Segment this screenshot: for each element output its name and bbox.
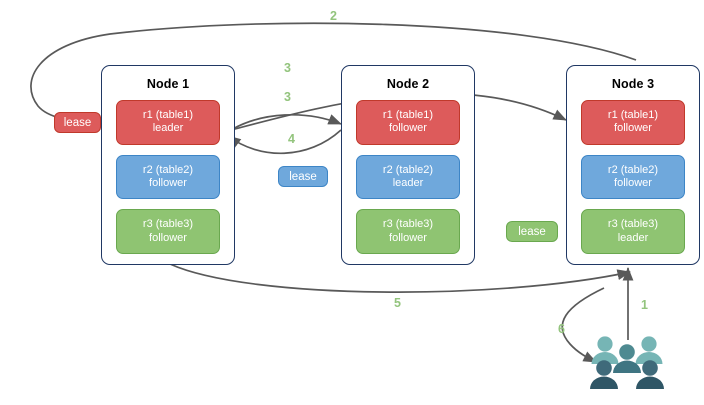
replica-role: follower — [149, 177, 187, 189]
lease-badge-green[interactable]: lease — [506, 221, 558, 242]
replica-name: r1 (table1) — [607, 108, 659, 121]
replica-name: r3 (table3) — [142, 218, 194, 231]
edge-label-1: 1 — [641, 298, 648, 312]
replica-box[interactable]: r3 (table3) leader — [581, 209, 685, 255]
replica-name: r3 (table3) — [382, 218, 434, 231]
replica-box[interactable]: r2 (table2) follower — [581, 154, 685, 200]
edge-4-path — [227, 129, 342, 155]
lease-label: lease — [518, 225, 546, 238]
replica-role: follower — [389, 231, 427, 244]
replica-role: leader — [152, 122, 184, 135]
replica-role: follower — [149, 231, 187, 244]
lease-label: lease — [63, 116, 92, 129]
replica-role: leader — [617, 231, 649, 244]
node-title: Node 3 — [611, 77, 655, 91]
edge-label-2: 2 — [330, 9, 337, 23]
replica-box[interactable]: r3 (table3) follower — [116, 209, 220, 255]
lease-badge-red[interactable]: lease — [54, 112, 101, 133]
edge-label-3-upper: 3 — [284, 61, 291, 75]
replica-box[interactable]: r1 (table1) follower — [356, 100, 460, 145]
node-card-1[interactable]: Node 1 r1 (table1) leader r2 (table2) fo… — [101, 65, 235, 265]
node-card-3[interactable]: Node 3 r1 (table1) follower r2 (table2) … — [566, 65, 700, 265]
replica-name: r1 (table1) — [142, 108, 194, 121]
edge-label-3-lower: 3 — [284, 90, 291, 104]
lease-label: lease — [289, 170, 317, 183]
replica-name: r3 (table3) — [607, 218, 659, 231]
replica-role: leader — [392, 177, 424, 189]
replica-box[interactable]: r1 (table1) leader — [116, 100, 220, 145]
replica-box[interactable]: r2 (table2) leader — [356, 154, 460, 200]
node-title: Node 2 — [386, 77, 430, 91]
edge-5-path — [169, 263, 631, 293]
replica-box[interactable]: r2 (table2) follower — [116, 154, 220, 200]
edge-label-6: 6 — [558, 322, 565, 336]
edge-6-path — [561, 287, 605, 363]
edge-3-lower-path — [230, 113, 342, 131]
node-title: Node 1 — [146, 77, 190, 91]
edge-label-4: 4 — [288, 132, 295, 146]
replica-box[interactable]: r1 (table1) follower — [581, 100, 685, 145]
edge-label-5: 5 — [394, 296, 401, 310]
replica-role: follower — [614, 122, 652, 135]
node-card-2[interactable]: Node 2 r1 (table1) follower r2 (table2) … — [341, 65, 475, 265]
replica-role: follower — [614, 177, 652, 189]
replica-name: r2 (table2) — [382, 163, 434, 176]
replica-role: follower — [389, 122, 427, 135]
replica-name: r1 (table1) — [382, 108, 434, 121]
replica-name: r2 (table2) — [607, 163, 659, 176]
users-icon — [590, 336, 664, 389]
lease-badge-blue[interactable]: lease — [278, 166, 328, 187]
replica-name: r2 (table2) — [142, 163, 194, 176]
edge-2-path — [30, 22, 637, 128]
replica-box[interactable]: r3 (table3) follower — [356, 209, 460, 255]
